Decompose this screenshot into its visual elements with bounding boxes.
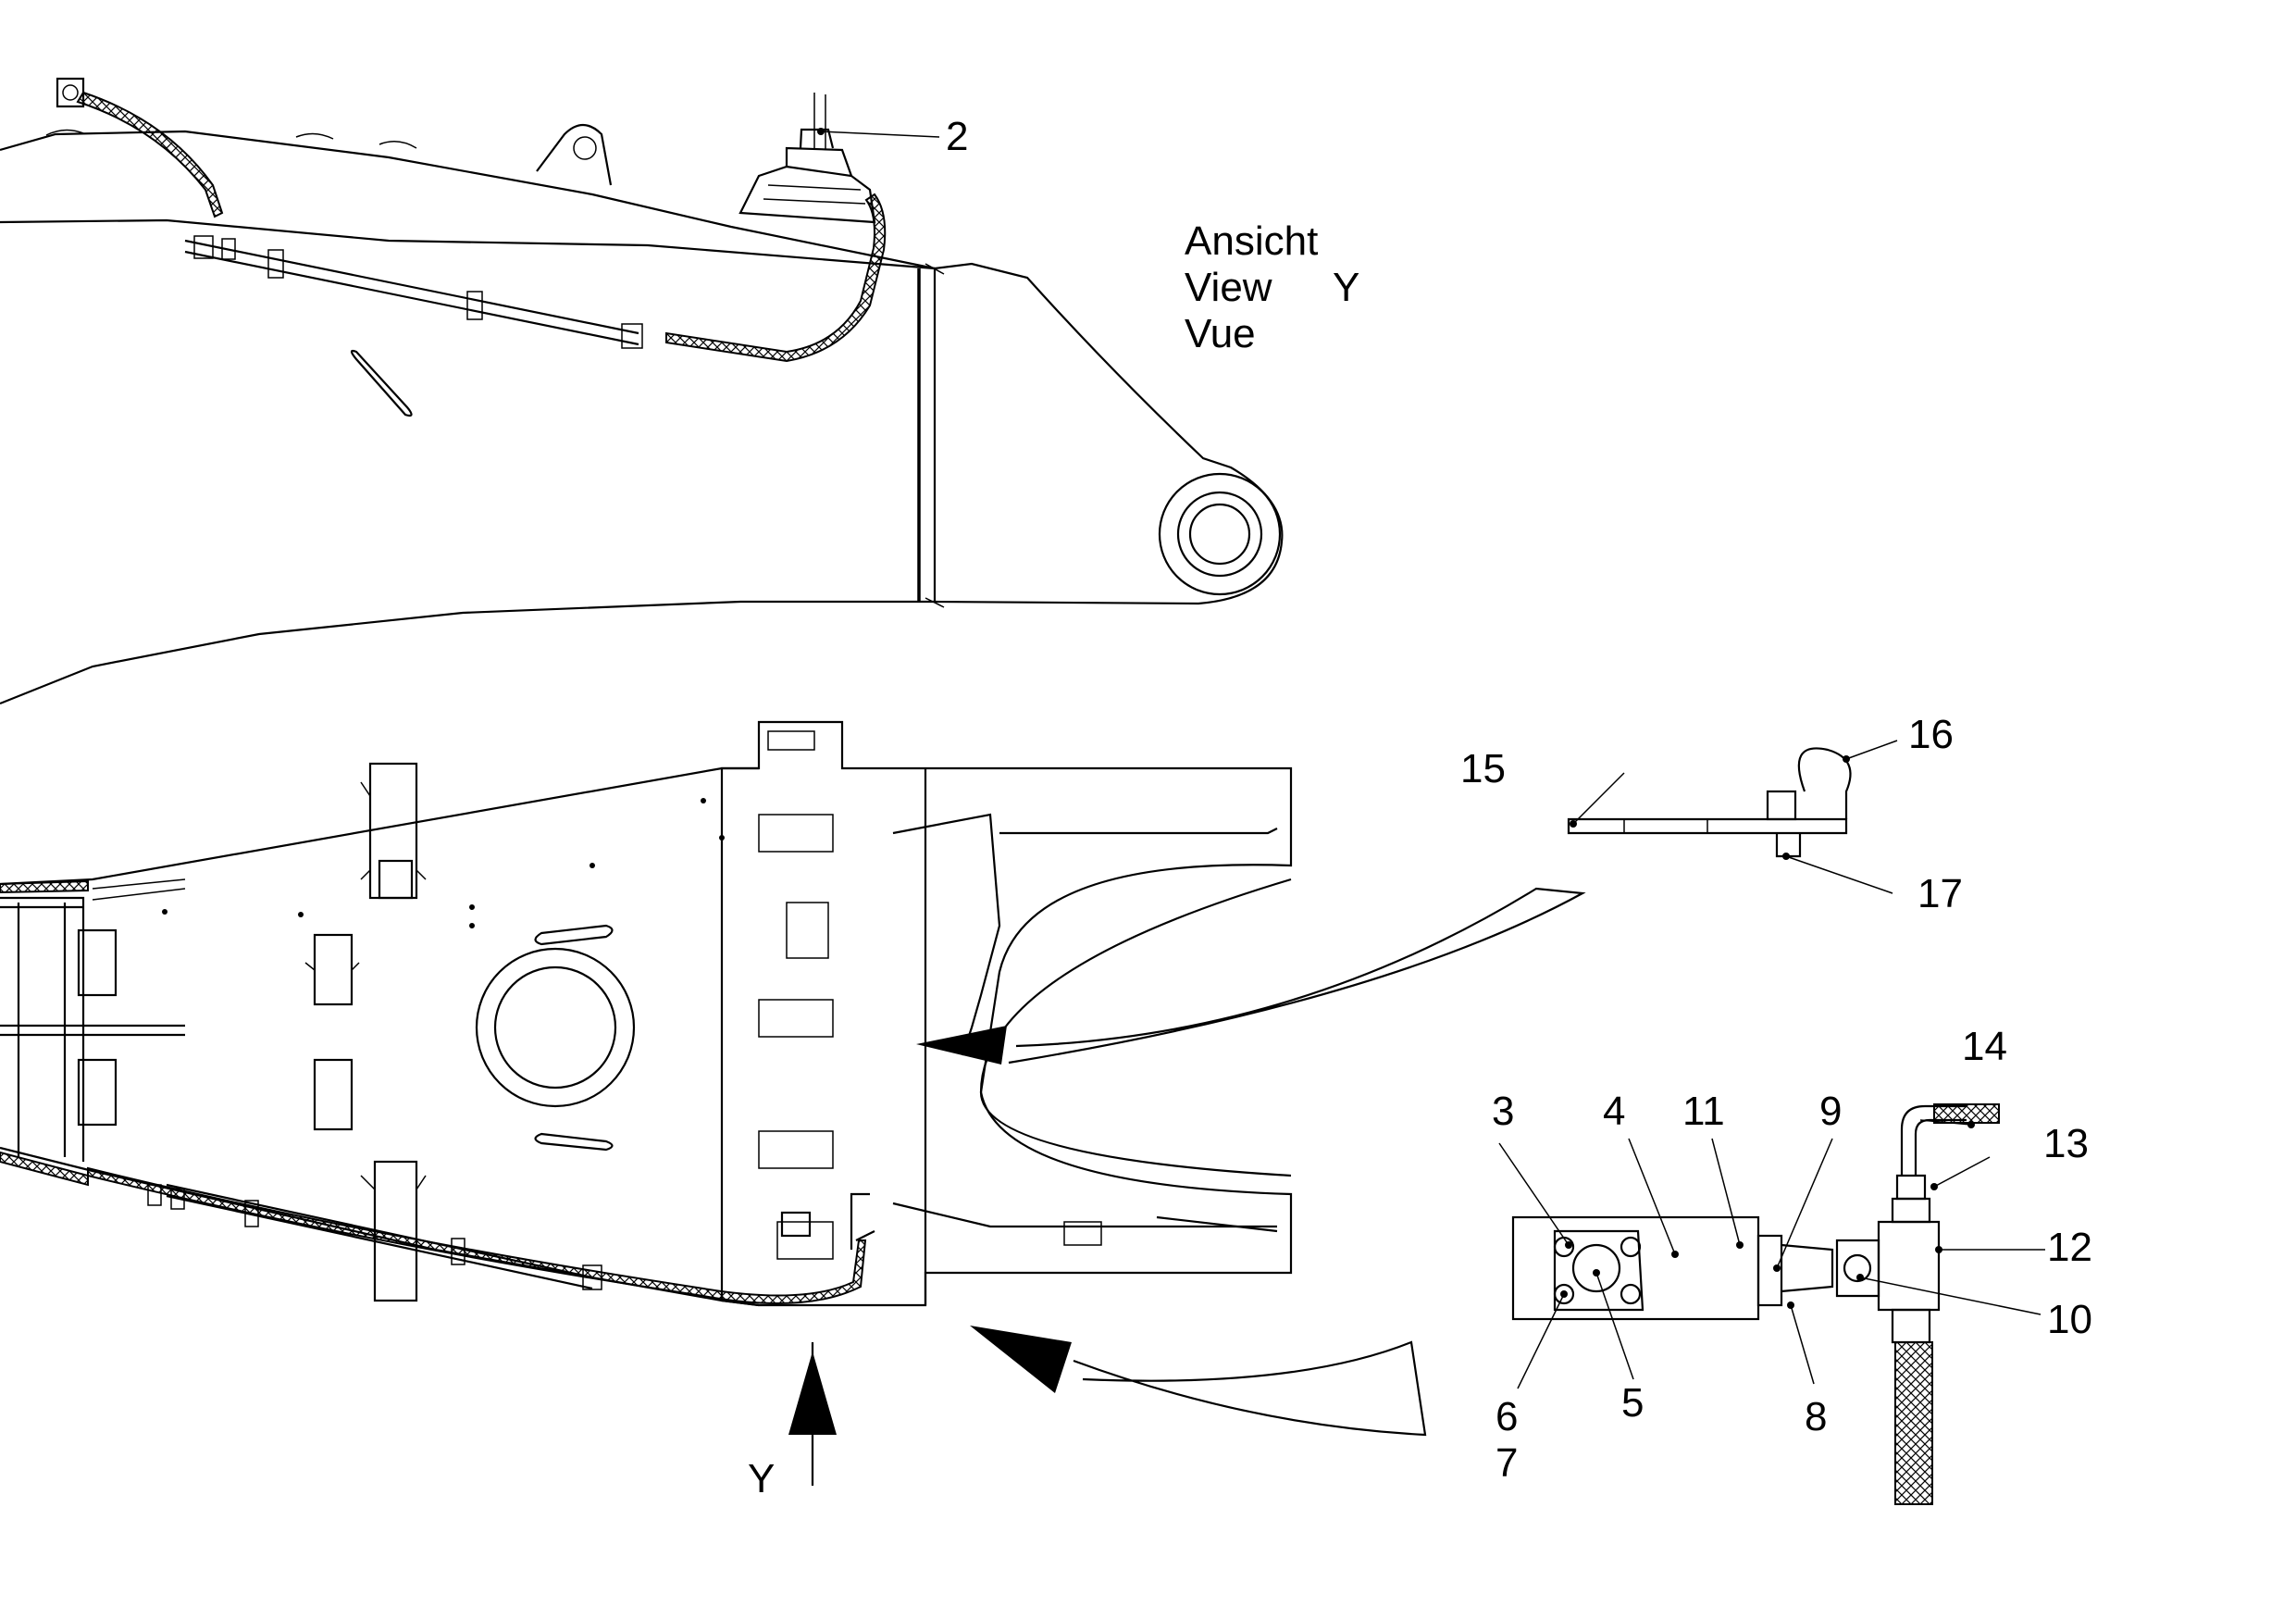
curved-arrow-lower <box>970 1326 1427 1437</box>
callout-5: 5 <box>1621 1380 1644 1426</box>
callout-14: 14 <box>1962 1024 2007 1069</box>
leader-lines <box>820 131 2045 1389</box>
callout-10: 10 <box>2047 1297 2092 1342</box>
view-title-vue: Vue <box>1185 311 1256 356</box>
callout-16: 16 <box>1908 712 1954 757</box>
callout-6: 6 <box>1496 1394 1518 1439</box>
valve-assembly-detail <box>1511 1103 2000 1505</box>
callout-11: 11 <box>1682 1089 1725 1134</box>
view-arrow-y: Y <box>748 1342 837 1501</box>
view-title-view: View <box>1185 265 1272 310</box>
bracket-detail <box>1567 747 1852 858</box>
boom-side-view <box>0 77 1284 705</box>
view-title: Ansicht View Y Vue <box>1185 218 1359 356</box>
callout-15: 15 <box>1460 746 1506 791</box>
callout-9: 9 <box>1819 1089 1842 1134</box>
callout-labels: 2 3 4 5 6 7 8 9 10 11 12 13 14 15 16 17 <box>946 114 2092 1486</box>
callout-4: 4 <box>1603 1089 1625 1134</box>
valve-block-top <box>738 93 876 224</box>
view-title-ansicht: Ansicht <box>1185 218 1318 264</box>
arrow-y-label: Y <box>748 1456 775 1501</box>
curved-arrow-upper <box>916 887 1586 1065</box>
callout-17: 17 <box>1917 871 1963 916</box>
boom-top-view <box>0 720 1293 1307</box>
leader-dots <box>817 128 1975 1309</box>
callout-3: 3 <box>1492 1089 1514 1134</box>
callout-12: 12 <box>2047 1225 2092 1270</box>
callout-13: 13 <box>2043 1121 2089 1166</box>
callout-7: 7 <box>1496 1440 1518 1486</box>
callout-8: 8 <box>1805 1394 1827 1439</box>
callout-2: 2 <box>946 114 968 159</box>
view-title-letter: Y <box>1333 265 1359 310</box>
